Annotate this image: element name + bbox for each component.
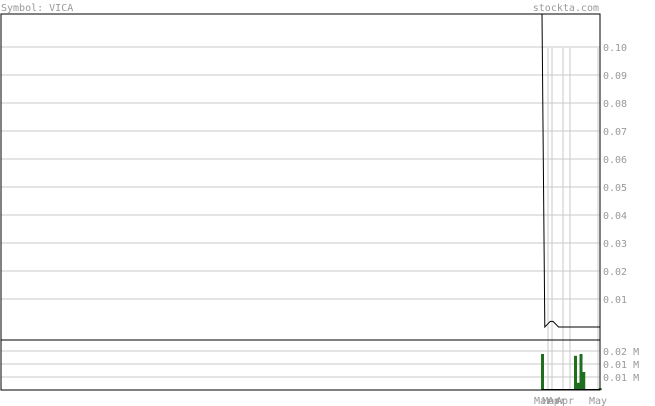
price-tick-label: 0.06 [603,155,627,166]
x-tick-label: Apr [548,396,566,406]
site-watermark: stockta.com [533,3,599,14]
price-tick-label: 0.10 [603,43,627,54]
volume-axis-ticks: 0.01 M 0.01 M 0.02 M [603,347,639,384]
price-tick-label: 0.04 [603,211,627,222]
volume-bar [579,354,583,390]
price-tick-label: 0.02 [603,267,627,278]
volume-bar [582,372,586,390]
price-tick-label: 0.09 [603,71,627,82]
x-tick-label: Mar [534,396,552,406]
x-tick-label: May [589,396,607,406]
price-axis-ticks: 0.01 0.02 0.03 0.04 0.05 0.06 0.07 0.08 0.09 0.10 [603,43,627,306]
vertical-gridlines [547,48,599,390]
volume-tick-label: 0.01 M [603,360,639,371]
price-line [541,13,600,329]
symbol-label: Symbol: VICA [1,3,73,14]
price-tick-label: 0.03 [603,239,627,250]
price-tick-label: 0.01 [603,295,627,306]
volume-gridlines [1,350,600,378]
price-panel-frame [0,13,601,341]
price-tick-label: 0.08 [603,99,627,110]
x-tick-label: Mar [542,396,560,406]
price-series [541,13,600,329]
price-tick-label: 0.07 [603,127,627,138]
volume-panel-frame [0,339,601,391]
price-tick-label: 0.05 [603,183,627,194]
x-tick-label: Apr [556,396,574,406]
price-gridlines [1,46,600,300]
volume-bar [574,355,577,390]
volume-tick-label: 0.01 M [603,373,639,384]
volume-bar [541,354,544,390]
volume-bar [576,382,580,390]
volume-tick-label: 0.02 M [603,347,639,358]
volume-bars [541,354,602,390]
